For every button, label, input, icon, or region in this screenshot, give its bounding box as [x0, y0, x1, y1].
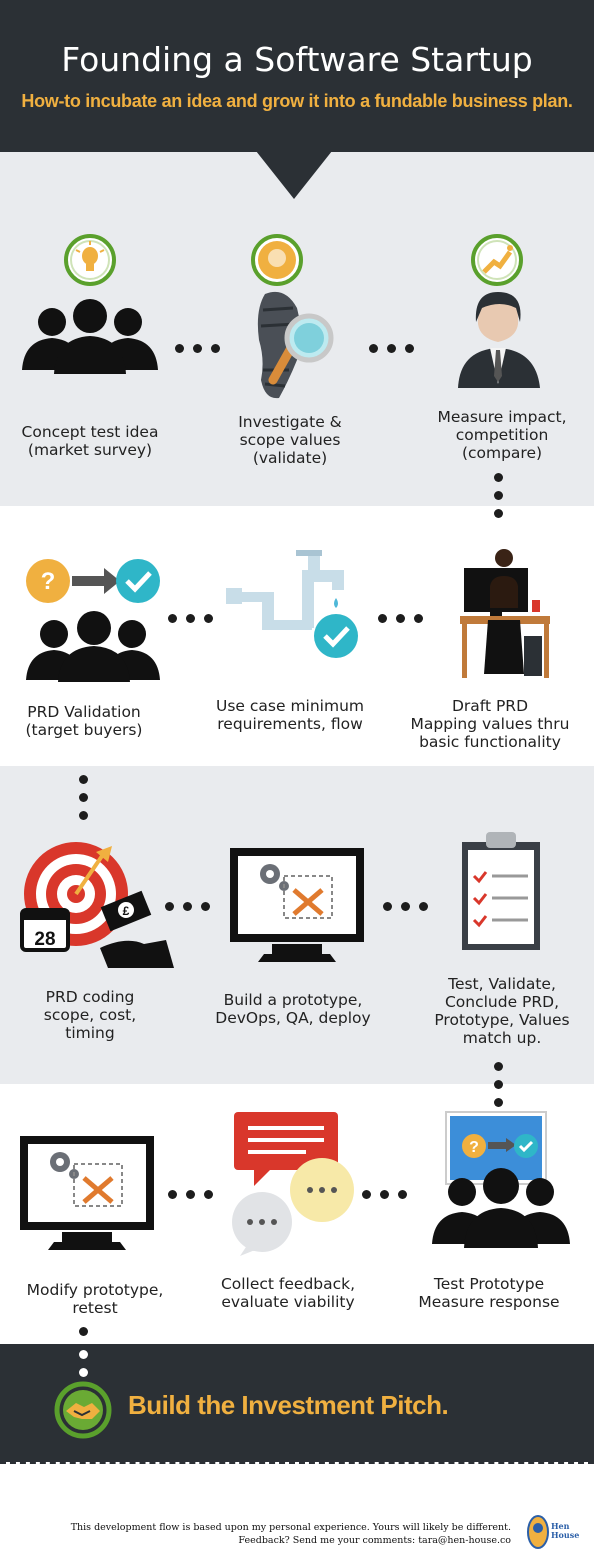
- money-symbol: £: [123, 904, 130, 918]
- page-title: Founding a Software Startup: [61, 40, 533, 79]
- monitor-tools-icon: [230, 848, 364, 962]
- step-label: Build a prototype, DevOps, QA, deploy: [215, 991, 371, 1027]
- pitch-label: Build the Investment Pitch.: [128, 1390, 449, 1420]
- connector-dots: [494, 473, 503, 518]
- footer-note-line2: Feedback? Send me your comments: tara@he…: [238, 1535, 511, 1546]
- connector-dots: [383, 902, 428, 911]
- speech-bubbles-icon: [232, 1112, 354, 1256]
- audience-screen-icon: ?: [432, 1111, 570, 1248]
- step-label: Measure impact, competition (compare): [437, 408, 567, 462]
- step-label: PRD Validation (target buyers): [25, 703, 143, 739]
- connector-dots: [79, 1350, 88, 1377]
- connector-dots: [168, 1190, 213, 1199]
- connector-dots: [165, 902, 210, 911]
- connector-dots: [378, 614, 423, 623]
- connector-dots: [369, 344, 414, 353]
- question-to-check-people-icon: ?: [26, 559, 160, 682]
- header-banner: [0, 0, 594, 152]
- step-label: Test, Validate, Conclude PRD, Prototype,…: [434, 975, 570, 1047]
- svg-text:?: ?: [41, 568, 56, 595]
- hen-logo-icon: [527, 1515, 549, 1549]
- step-label: Concept test idea (market survey): [21, 423, 159, 459]
- clipboard-checklist-icon: [462, 832, 540, 950]
- header-pointer: [256, 151, 332, 199]
- connector-dots: [362, 1190, 407, 1199]
- woman-at-desk-icon: [460, 549, 550, 678]
- step-label: Test Prototype Measure response: [418, 1275, 560, 1311]
- footer-note-line1: This development flow is based upon my p…: [70, 1522, 511, 1533]
- connector-dots: [79, 1327, 88, 1336]
- connector-dots: [79, 775, 88, 820]
- step-label: Draft PRD Mapping values thru basic func…: [410, 697, 570, 751]
- businessman-growth-icon: [458, 234, 540, 388]
- hen-house-logo: Hen House: [524, 1512, 584, 1556]
- handshake-icon: [54, 1381, 112, 1439]
- target-calendar-money-icon: 28 £: [20, 842, 174, 968]
- divider: [0, 1462, 594, 1464]
- connector-dots: [175, 344, 220, 353]
- step-label: Modify prototype, retest: [26, 1281, 164, 1317]
- connector-dots: [168, 614, 213, 623]
- step-label: Use case minimum requirements, flow: [216, 697, 364, 733]
- step-label: PRD coding scope, cost, timing: [43, 988, 137, 1042]
- people-with-lightbulb-icon: [22, 234, 158, 374]
- page-subtitle: How-to incubate an idea and grow it into…: [21, 91, 573, 111]
- footprint-magnifier-icon: [251, 234, 334, 399]
- step-label: Collect feedback, evaluate viability: [220, 1275, 356, 1311]
- logo-text: Hen House: [551, 1521, 580, 1540]
- svg-text:?: ?: [469, 1139, 479, 1156]
- monitor-tools-icon: [20, 1136, 154, 1250]
- connector-dots: [494, 1062, 503, 1107]
- calendar-day: 28: [34, 929, 55, 950]
- faucet-pipe-check-icon: [226, 550, 358, 658]
- step-label: Investigate & scope values (validate): [238, 413, 342, 467]
